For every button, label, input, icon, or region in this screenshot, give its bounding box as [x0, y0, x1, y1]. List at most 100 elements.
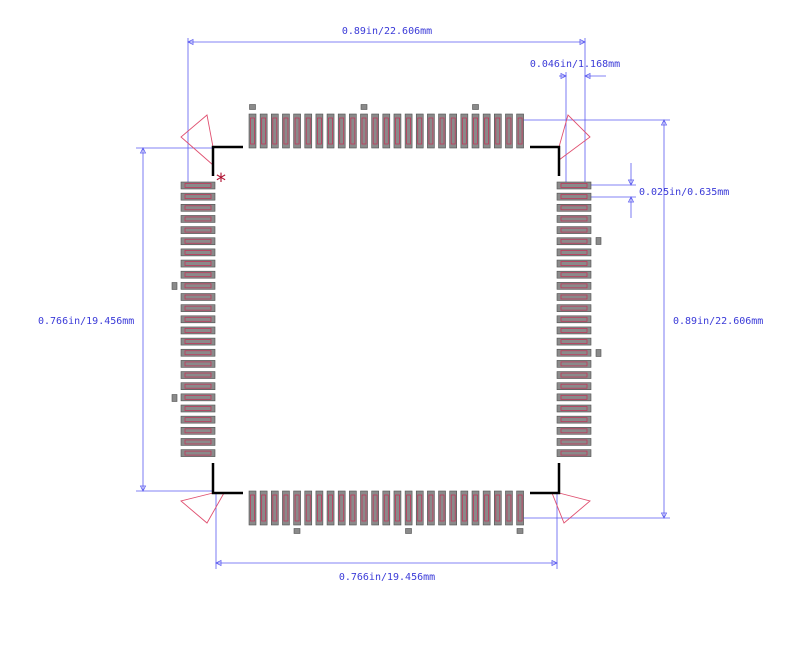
- pad-copper: [315, 113, 324, 149]
- pin1-marker: *: [216, 169, 226, 193]
- pad-copper: [493, 113, 502, 149]
- pad-copper: [404, 490, 413, 526]
- pad-copper: [180, 438, 216, 446]
- body-corner: [530, 145, 561, 176]
- lead-outline: [417, 117, 423, 145]
- pad-copper: [180, 337, 216, 346]
- alignment-tab-top: [249, 104, 256, 110]
- pad-copper: [180, 215, 216, 223]
- pad-left: [180, 371, 216, 379]
- courtyard-chamfer: [180, 114, 214, 166]
- pad-right: [556, 337, 592, 346]
- lead-outline: [294, 117, 300, 145]
- pad-left: [180, 270, 216, 279]
- lead-outline: [184, 406, 212, 411]
- lead-outline: [339, 494, 345, 522]
- lead-outline: [560, 361, 588, 367]
- lead-outline: [350, 494, 356, 522]
- pad-copper: [180, 348, 216, 357]
- lead-outline: [305, 117, 311, 145]
- lead-outline: [184, 249, 212, 255]
- pad-copper: [516, 113, 524, 149]
- pad-bottom: [393, 490, 402, 526]
- pad-bottom: [293, 490, 301, 526]
- lead-outline: [560, 372, 588, 378]
- pad-copper: [556, 382, 592, 391]
- lead-outline: [372, 117, 378, 145]
- lead-outline: [184, 428, 212, 434]
- pad-bottom: [382, 490, 391, 526]
- pad-top: [482, 113, 491, 149]
- pad-copper: [180, 237, 216, 246]
- pad-copper: [180, 382, 216, 391]
- lead-outline: [428, 117, 434, 145]
- dim-arrow: [551, 559, 558, 567]
- pad-right: [556, 293, 592, 301]
- pad-copper: [556, 393, 592, 402]
- dim-arrow: [579, 38, 586, 46]
- lead-outline: [495, 494, 501, 522]
- pad-bottom: [349, 490, 357, 526]
- lead-outline: [560, 383, 588, 389]
- pad-copper: [556, 259, 592, 268]
- lead-outline: [184, 394, 212, 400]
- lead-outline: [484, 117, 490, 145]
- pad-copper: [180, 282, 216, 290]
- pad-copper: [248, 490, 257, 526]
- pad-bottom: [282, 490, 290, 526]
- pad-copper: [371, 490, 379, 526]
- courtyard-outline: [180, 114, 591, 524]
- lead-outline: [184, 238, 212, 244]
- pad-copper: [315, 490, 324, 526]
- pad-bottom: [360, 490, 368, 526]
- pad-copper: [460, 490, 469, 526]
- pad-copper: [293, 490, 301, 526]
- pad-top: [315, 113, 324, 149]
- pad-left: [180, 438, 216, 446]
- lead-outline: [395, 494, 400, 522]
- lead-outline: [560, 227, 588, 233]
- pad-bottom: [482, 490, 491, 526]
- pad-copper: [556, 326, 592, 335]
- pad-right: [556, 304, 592, 312]
- pad-top: [270, 113, 279, 149]
- pad-bottom: [493, 490, 502, 526]
- courtyard-chamfer: [558, 114, 591, 161]
- pad-right: [556, 426, 592, 435]
- lead-outline: [560, 183, 588, 188]
- lead-outline: [184, 227, 212, 233]
- pad-left: [180, 293, 216, 301]
- pad-copper: [180, 426, 216, 435]
- lead-outline: [506, 494, 512, 522]
- lead-outline: [184, 216, 212, 222]
- lead-outline: [294, 494, 300, 522]
- body-corner: [211, 145, 243, 176]
- pad-bottom: [449, 490, 458, 526]
- pad-copper: [556, 438, 592, 446]
- lead-outline: [184, 339, 212, 345]
- pad-left: [180, 326, 216, 335]
- pad-copper: [180, 393, 216, 402]
- lead-outline: [560, 194, 588, 200]
- alignment-tab-right: [595, 237, 602, 245]
- pad-right: [556, 192, 592, 201]
- pad-right: [556, 404, 592, 413]
- pad-right: [556, 237, 592, 246]
- pad-copper: [556, 181, 592, 190]
- dim-arrow: [660, 512, 668, 519]
- pad-copper: [460, 113, 469, 149]
- pad-top: [404, 113, 413, 149]
- pad-right: [556, 393, 592, 402]
- lead-outline: [560, 272, 588, 278]
- lead-outline: [560, 339, 588, 345]
- lead-outline: [261, 117, 267, 145]
- pad-top: [393, 113, 402, 149]
- pad-top: [326, 113, 335, 149]
- pad-copper: [556, 315, 592, 324]
- lead-outline: [184, 183, 212, 188]
- alignment-tab-bottom: [293, 528, 301, 534]
- pad-bottom: [438, 490, 446, 526]
- lead-outline: [305, 494, 311, 522]
- pad-copper: [393, 490, 402, 526]
